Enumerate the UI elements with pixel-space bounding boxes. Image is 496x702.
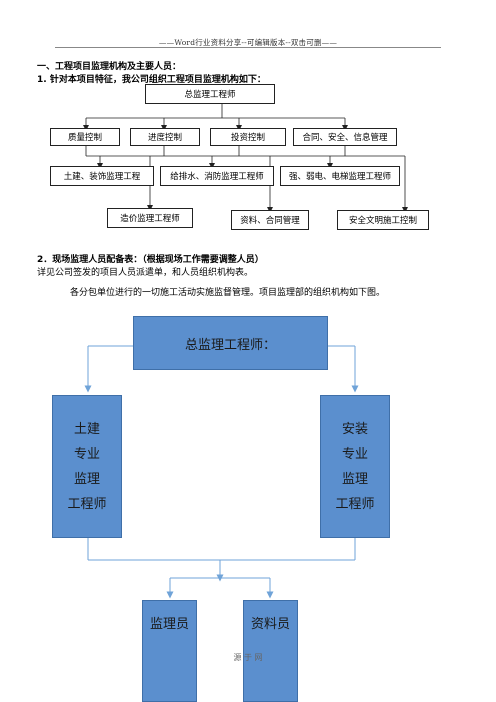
chart2-install-line-1: 安装 xyxy=(341,421,368,437)
chart1-investment-control-box: 投资控制 xyxy=(210,128,286,146)
chart1-civil-decoration-box: 土建、装饰监理工程 xyxy=(50,166,154,186)
chart1-document-contract-box: 资料、合同管理 xyxy=(231,210,309,230)
chart1-safety-civilized-box: 安全文明施工控制 xyxy=(337,210,429,230)
chart2-civil-line-4: 工程师 xyxy=(67,496,107,512)
section1-heading: 一、工程项目监理机构及主要人员： xyxy=(37,62,182,72)
chart1-water-fire-box: 给排水、消防监理工程师 xyxy=(160,166,274,186)
section2-heading: 2．现场监理人员配备表：（根据现场工作需要调整人员） xyxy=(37,255,264,265)
section2-line1: 详见公司签发的项目人员派遣单，和人员组织机构表。 xyxy=(37,268,254,278)
chart2-install-line-2: 专业 xyxy=(341,446,368,462)
chart2-installation-engineer-box: 安装 专业 监理 工程师 xyxy=(320,395,390,538)
chart1-schedule-control-box: 进度控制 xyxy=(130,128,200,146)
chart2-civil-line-1: 土建 xyxy=(73,421,100,437)
chart2-install-line-4: 工程师 xyxy=(335,496,375,512)
chart1-contract-safety-info-box: 合同、安全、信息管理 xyxy=(293,128,397,146)
page-footer: 源 于 网 xyxy=(233,653,263,662)
chart1-electrical-elevator-box: 强、弱电、电梯监理工程师 xyxy=(280,166,400,186)
header-divider xyxy=(55,47,441,48)
section1-item1: 1. 针对本项目特征，我公司组织工程项目监理机构如下： xyxy=(37,75,266,85)
chart2-supervisor-box: 监理员 xyxy=(142,600,197,702)
chart2-install-line-3: 监理 xyxy=(341,471,368,487)
chart1-cost-engineer-box: 造价监理工程师 xyxy=(107,208,193,228)
section2-line2: 各分包单位进行的一切施工活动实施监督管理。项目监理部的组织机构如下图。 xyxy=(70,288,386,298)
chart2-civil-engineer-box: 土建 专业 监理 工程师 xyxy=(52,395,122,538)
chart1-quality-control-box: 质量控制 xyxy=(50,128,120,146)
chart2-civil-line-2: 专业 xyxy=(73,446,100,462)
chart2-civil-line-3: 监理 xyxy=(73,471,100,487)
chart1-chief-engineer-box: 总监理工程师 xyxy=(145,84,275,104)
chart2-chief-engineer-box: 总监理工程师： xyxy=(133,316,328,370)
page-header: ——Word行业资料分享--可编辑版本--双击可删—— xyxy=(158,38,338,47)
chart2-archivist-box: 资料员 xyxy=(243,600,298,702)
